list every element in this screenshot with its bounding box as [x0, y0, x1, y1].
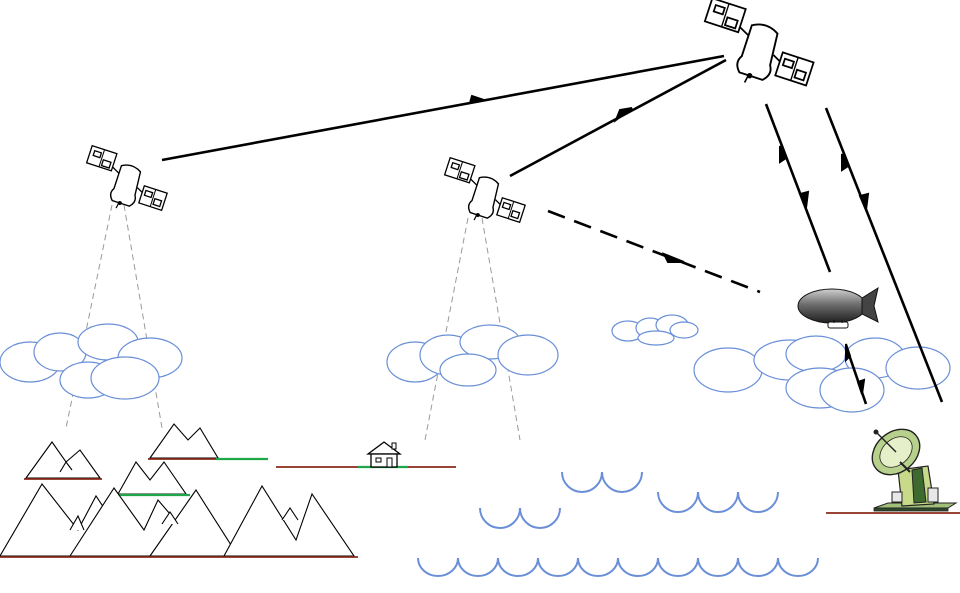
cloud-left: [0, 323, 183, 400]
ground-station-dish-icon: [826, 428, 960, 514]
water-waves: [417, 471, 819, 577]
link-middle-to-airship-dashed: [547, 209, 761, 294]
satellite-relay-icon: [689, 0, 824, 102]
link-relay-ground-station: [824, 107, 944, 403]
mountains-left: [0, 423, 358, 558]
link-airship-ground: [844, 343, 868, 405]
cloud-middle: [386, 324, 559, 387]
link-left-to-relay: [161, 54, 725, 162]
link-relay-airship: [764, 103, 832, 273]
footprint-beam-left: [65, 204, 163, 429]
link-middle-to-relay: [509, 58, 727, 178]
cloud-small-right: [611, 314, 699, 346]
house-icon: [276, 441, 456, 469]
cloud-right: [693, 335, 951, 413]
airship-icon: [797, 286, 879, 329]
